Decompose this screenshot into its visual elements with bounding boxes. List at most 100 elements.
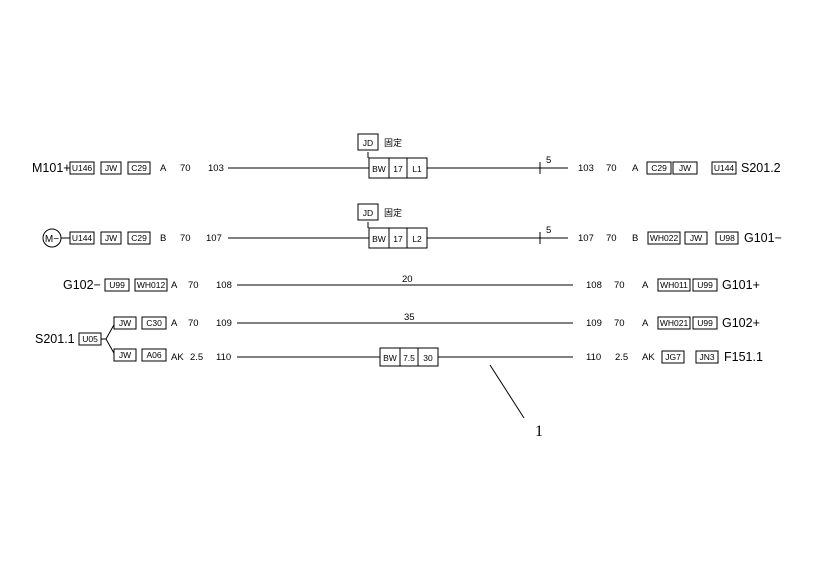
row2-left-box-1: U144 [69,231,95,245]
row1-top-tag: JD 固定 [357,133,402,158]
svg-text:U144: U144 [72,233,93,243]
row4-right-label: G102+ [722,316,760,330]
row4-right-size: 70 [614,318,625,329]
callout-leader [489,364,525,419]
row1-left-box-1: U146 [69,161,95,175]
row1-mid-box-1: BW [368,157,390,179]
row2-right-size: 70 [606,233,617,244]
svg-text:7.5: 7.5 [403,353,415,363]
row2-left-box-3: C29 [127,231,151,245]
svg-text:WH012: WH012 [137,280,166,290]
row4-right-phase: A [642,318,649,329]
row3-right-num: 108 [586,280,602,291]
row5-right-box-1: JG7 [661,350,685,364]
row1-top-tag-text: 固定 [384,137,402,148]
row5-left-box-2: A06 [141,348,167,362]
row1-right-box-2: JW [672,161,698,175]
row2-mid-box-2: 17 [388,227,408,249]
row5-left-box-1: JW [113,348,137,362]
row4-right-box-1: WH021 [657,316,691,330]
row2-mid-box-1: BW [368,227,390,249]
row4-left-box-2: C30 [141,316,167,330]
svg-text:17: 17 [393,234,403,244]
row1-right-size: 70 [606,163,617,174]
svg-text:BW: BW [372,164,386,174]
row2-right-box-2: JW [684,231,708,245]
svg-text:U99: U99 [697,318,713,328]
wire-row-3: G102− U99 WH012 A 70 108 20 108 70 A WH0… [63,274,760,292]
row5-right-num: 110 [586,352,601,363]
row5-left-phase: AK [171,352,184,363]
row2-top-tag-text: 固定 [384,207,402,218]
svg-text:U99: U99 [109,280,125,290]
svg-text:WH011: WH011 [660,280,688,290]
svg-text:JD: JD [363,208,373,218]
svg-text:U99: U99 [697,280,713,290]
row5-right-box-2: JN3 [695,350,719,364]
row2-right-num: 107 [578,233,594,244]
row4-right-num: 109 [586,318,602,329]
row2-top-tag: JD 固定 [357,203,402,228]
row4-left-box-1: JW [113,316,137,330]
row4-length-label: 35 [404,312,415,323]
row2-right-box-1: WH022 [647,231,681,245]
svg-text:C29: C29 [131,233,147,243]
row3-right-label: G101+ [722,278,760,292]
svg-text:U144: U144 [714,163,735,173]
svg-text:L2: L2 [412,234,422,244]
svg-text:C30: C30 [146,318,162,328]
svg-text:JW: JW [105,163,117,173]
row1-right-box-3: U144 [711,161,737,175]
row2-mid-box-3: L2 [406,227,428,249]
row1-right-phase: A [632,163,639,174]
svg-text:U146: U146 [72,163,93,173]
callout: 1 [489,364,543,440]
svg-text:JN3: JN3 [699,352,714,362]
row2-left-num: 107 [206,233,222,244]
row4-left-num: 109 [216,318,232,329]
branch-label: S201.1 [35,332,75,346]
row2-right-box-3: U98 [715,231,739,245]
svg-text:U98: U98 [719,233,735,243]
wire-row-2: M− U144 JW C29 B 70 107 JD 固定 BW [42,203,782,249]
row1-right-label: S201.2 [741,161,781,175]
svg-text:30: 30 [423,353,433,363]
row1-right-box-1: C29 [646,161,672,175]
row5-mid-box-2: 7.5 [399,347,419,367]
row1-left-box-2: JW [100,161,122,175]
row2-right-phase: B [632,233,638,244]
svg-text:JW: JW [119,318,131,328]
row3-length-label: 20 [402,274,413,285]
svg-text:BW: BW [372,234,386,244]
row1-left-size: 70 [180,163,191,174]
row2-right-label: G101− [744,231,782,245]
row1-mid-box-3: L1 [406,157,428,179]
svg-text:L1: L1 [412,164,422,174]
wire-row-4: JW C30 A 70 109 35 109 70 A WH021 U99 G1… [113,312,760,330]
row3-right-size: 70 [614,280,625,291]
row5-right-label: F151.1 [724,350,763,364]
svg-text:JW: JW [690,233,702,243]
wire-row-5: JW A06 AK 2.5 110 BW 7.5 30 110 2.5 AK J… [113,347,763,367]
row3-left-num: 108 [216,280,232,291]
svg-text:WH022: WH022 [650,233,679,243]
row3-left-box-1: U99 [104,278,130,292]
row4-left-size: 70 [188,318,199,329]
row2-left-phase: B [160,233,166,244]
row3-left-label: G102− [63,278,101,292]
row5-mid-box-1: BW [379,347,401,367]
row2-tick-label: 5 [546,225,551,236]
row1-left-num: 103 [208,163,224,174]
svg-text:U05: U05 [82,334,98,344]
callout-number: 1 [535,423,543,440]
svg-text:JG7: JG7 [665,352,681,362]
row4-left-phase: A [171,318,178,329]
wire-row-1: M101+ U146 JW C29 A 70 103 JD 固定 BW [32,133,781,179]
svg-text:C29: C29 [131,163,147,173]
svg-text:JW: JW [679,163,691,173]
row5-mid-box-3: 30 [417,347,439,367]
svg-text:C29: C29 [651,163,667,173]
svg-text:BW: BW [383,353,397,363]
row3-right-phase: A [642,280,649,291]
svg-text:JW: JW [105,233,117,243]
